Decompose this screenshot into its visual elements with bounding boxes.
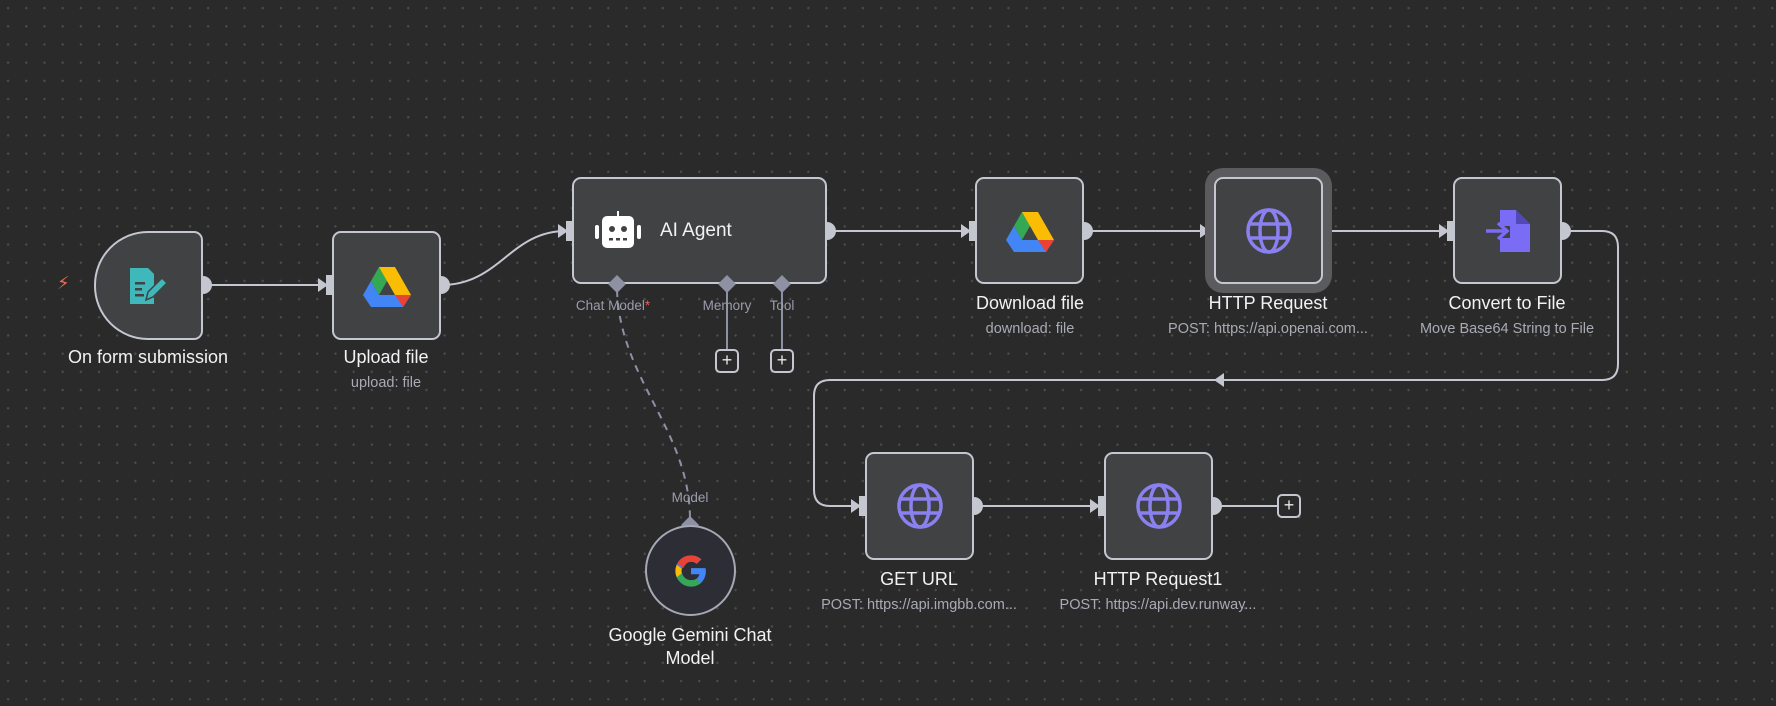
node-title: Convert to File [1448,293,1566,313]
node-title: On form submission [67,347,229,367]
port-label-tool: Tool [769,298,795,313]
port-label-memory: Memory [702,298,752,313]
node-http-request[interactable] [1214,177,1323,284]
robot-icon [595,210,641,248]
node-subtitle: POST: https://api.dev.runway... [1059,597,1257,613]
node-get-url[interactable] [865,452,974,560]
google-g-icon [674,554,706,587]
port-label-model: Model [671,490,709,505]
node-convert-to-file[interactable] [1453,177,1562,284]
node-title: Upload file [343,347,429,367]
node-http-request1[interactable] [1104,452,1213,560]
node-download-file[interactable] [975,177,1084,284]
google-drive-icon [362,266,411,307]
google-drive-icon [1005,211,1054,252]
node-ai-agent[interactable]: AI Agent [572,177,827,284]
connection-upload-agent[interactable] [440,230,567,286]
node-title: HTTP Request [1208,293,1328,313]
globe-icon [1135,483,1182,529]
node-upload-file[interactable] [332,231,441,340]
globe-icon [896,483,943,529]
add-node-button[interactable]: + [1277,494,1301,518]
node-subtitle: upload: file [350,375,422,391]
globe-icon [1245,207,1292,254]
node-title: GET URL [880,569,958,589]
connection-direction-arrow [1214,373,1224,387]
form-icon [129,267,168,304]
add-memory-button[interactable]: + [715,349,739,373]
trigger-bolt-icon: ⚡ [57,273,70,293]
node-google-gemini-chat-model[interactable] [645,525,736,616]
file-import-icon [1485,209,1530,252]
node-title: Google Gemini Chat Model [608,625,772,668]
node-subtitle: POST: https://api.openai.com... [1168,321,1368,337]
port-label-chat-model: Chat Model* [575,298,651,313]
node-subtitle: Move Base64 String to File [1419,321,1595,337]
node-title: AI Agent [660,219,732,241]
connection-gemini-agent[interactable] [616,289,691,521]
node-title: Download file [975,293,1085,313]
add-tool-button[interactable]: + [770,349,794,373]
node-on-form-submission[interactable] [94,231,203,340]
node-title: HTTP Request1 [1093,569,1223,589]
node-subtitle: POST: https://api.imgbb.com... [821,597,1017,613]
node-subtitle: download: file [985,321,1075,337]
